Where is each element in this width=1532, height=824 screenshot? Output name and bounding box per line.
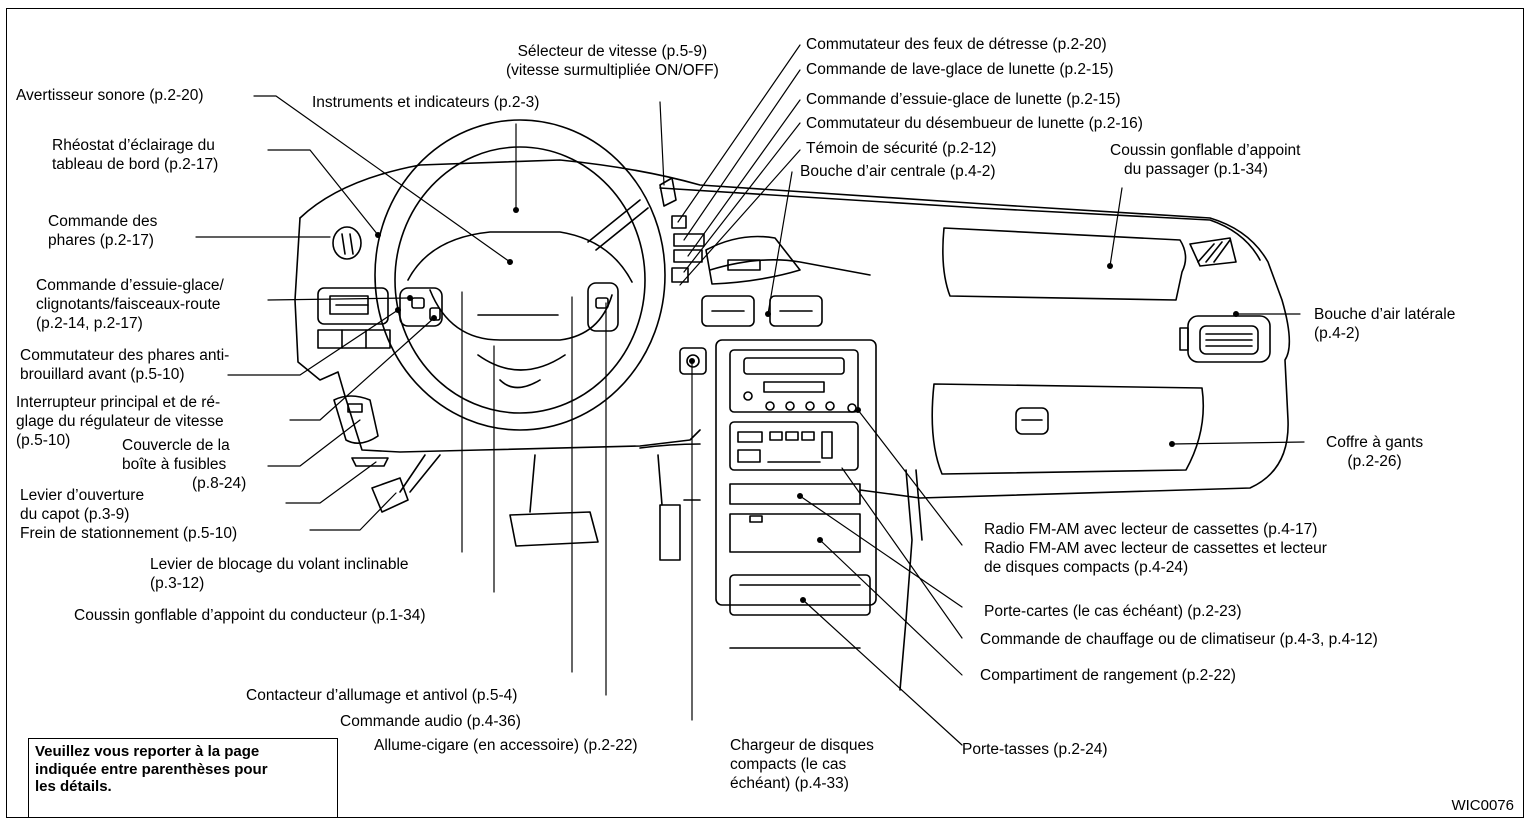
pedals [509,454,701,561]
leader-lines [195,44,1305,746]
leader-dots [375,207,1239,603]
label-audio: Commande audio (p.4-36) [340,713,521,730]
center-vents [701,235,823,327]
label-lave-glace: Commande de lave-glace de lunette (p.2-1… [806,61,1114,78]
glove-box [931,383,1205,475]
dashboard-outline [294,159,1291,499]
wheel-right-switch [587,282,619,332]
left-controls [317,226,441,513]
label-antibrouillard: Commutateur des phares anti-brouillard a… [20,347,230,383]
label-bouche-centrale: Bouche d’air centrale (p.4-2) [800,163,996,180]
label-temoin: Témoin de sécurité (p.2-12) [806,140,997,157]
label-regulateur: Interrupteur principal et de ré-glage du… [16,394,224,449]
figure-code: WIC0076 [1451,797,1514,814]
label-selecteur: Sélecteur de vitesse (p.5-9)(vitesse sur… [506,43,719,79]
label-essuie-lunette: Commande d’essuie-glace de lunette (p.2-… [806,91,1121,108]
label-coffre: Coffre à gants(p.2-26) [1326,434,1424,470]
wheel-left-switch [399,287,443,327]
label-levier-volant: Levier de blocage du volant inclinable(p… [150,556,409,592]
label-essuie: Commande d’essuie-glace/clignotants/fais… [36,277,224,332]
lighter [679,347,707,375]
label-detresse: Commutateur des feux de détresse (p.2-20… [806,36,1107,53]
label-contacteur: Contacteur d’allumage et antivol (p.5-4) [246,687,518,704]
label-desembueur: Commutateur du désembueur de lunette (p.… [806,115,1143,132]
label-radio: Radio FM-AM avec lecteur de cassettes (p… [984,521,1327,576]
label-porte-tasses: Porte-tasses (p.2-24) [962,741,1108,758]
label-instruments: Instruments et indicateurs (p.2-3) [312,94,540,111]
label-compartiment: Compartiment de rangement (p.2-22) [980,667,1236,684]
column-switches [659,177,705,283]
label-avertisseur: Avertisseur sonore (p.2-20) [16,87,204,104]
passenger-airbag [942,227,1187,301]
label-chauffage: Commande de chauffage ou de climatiseur … [980,631,1378,648]
center-stack [715,339,877,649]
label-allume-cigare: Allume-cigare (en accessoire) (p.2-22) [374,737,638,754]
label-porte-cartes: Porte-cartes (le cas échéant) (p.2-23) [984,603,1242,620]
label-bouche-laterale: Bouche d’air latérale(p.4-2) [1314,306,1456,342]
diagram-frame [6,8,1524,818]
label-frein: Frein de stationnement (p.5-10) [20,525,238,542]
steering-wheel [374,119,666,431]
label-coussin-conducteur: Coussin gonflable d’appoint du conducteu… [74,607,426,624]
